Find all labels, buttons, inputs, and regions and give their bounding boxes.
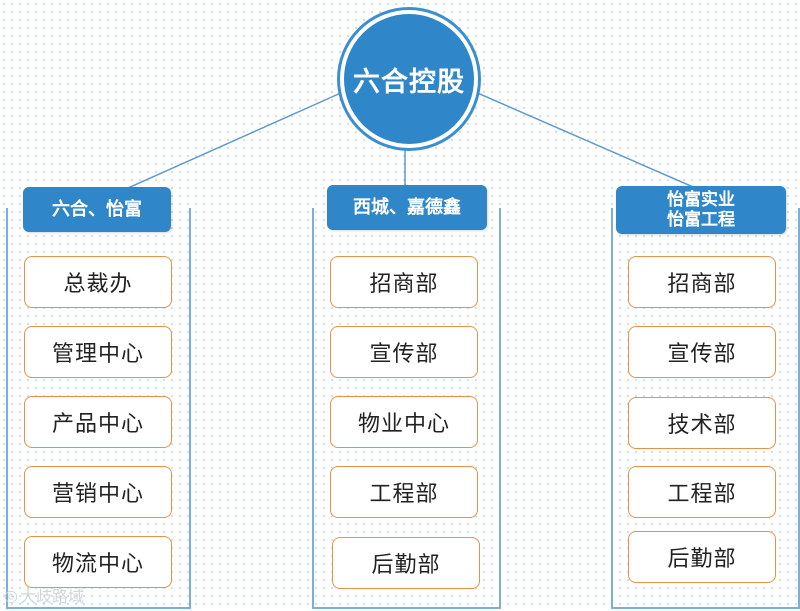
group-header-3-line-2: 怡富工程 xyxy=(667,210,735,230)
root-label: 六合控股 xyxy=(353,66,465,98)
dept-group-1-1: 总裁办 xyxy=(24,256,172,308)
connector-root-to-group-1 xyxy=(109,91,344,197)
watermark: ◎ 大歧路域 xyxy=(4,583,84,607)
group-header-3-line-1: 怡富实业 xyxy=(667,189,735,210)
dept-group-1-3: 产品中心 xyxy=(24,396,172,448)
group-frame-2 xyxy=(312,208,501,609)
group-frame-1 xyxy=(6,208,191,609)
dept-group-3-3: 技术部 xyxy=(628,397,776,449)
group-header-1: 六合、怡富 xyxy=(23,187,171,232)
group-header-1-line-1: 六合、怡富 xyxy=(52,198,142,220)
dept-group-3-1: 招商部 xyxy=(628,256,776,308)
dept-group-3-5: 后勤部 xyxy=(628,531,776,583)
camera-icon: ◎ xyxy=(4,585,18,605)
dept-group-2-3: 物业中心 xyxy=(330,396,478,448)
connector-root-to-group-3 xyxy=(465,87,701,191)
dept-group-2-5: 后勤部 xyxy=(332,537,480,589)
dept-group-2-2: 宣传部 xyxy=(330,326,478,378)
group-header-3: 怡富实业 怡富工程 xyxy=(616,186,786,234)
dept-group-1-4: 营销中心 xyxy=(24,466,172,518)
dept-group-1-5: 物流中心 xyxy=(24,536,172,588)
dept-group-3-2: 宣传部 xyxy=(628,326,776,378)
dept-group-1-2: 管理中心 xyxy=(24,326,172,378)
dept-group-2-1: 招商部 xyxy=(330,256,478,308)
watermark-text: 大歧路域 xyxy=(19,587,84,606)
dept-group-3-4: 工程部 xyxy=(628,466,776,518)
dept-group-2-4: 工程部 xyxy=(330,466,478,518)
root-node: 六合控股 xyxy=(340,10,478,148)
group-frame-3 xyxy=(611,208,800,609)
group-header-2-line-1: 西城、嘉德鑫 xyxy=(353,196,461,218)
group-header-2: 西城、嘉德鑫 xyxy=(327,185,487,230)
